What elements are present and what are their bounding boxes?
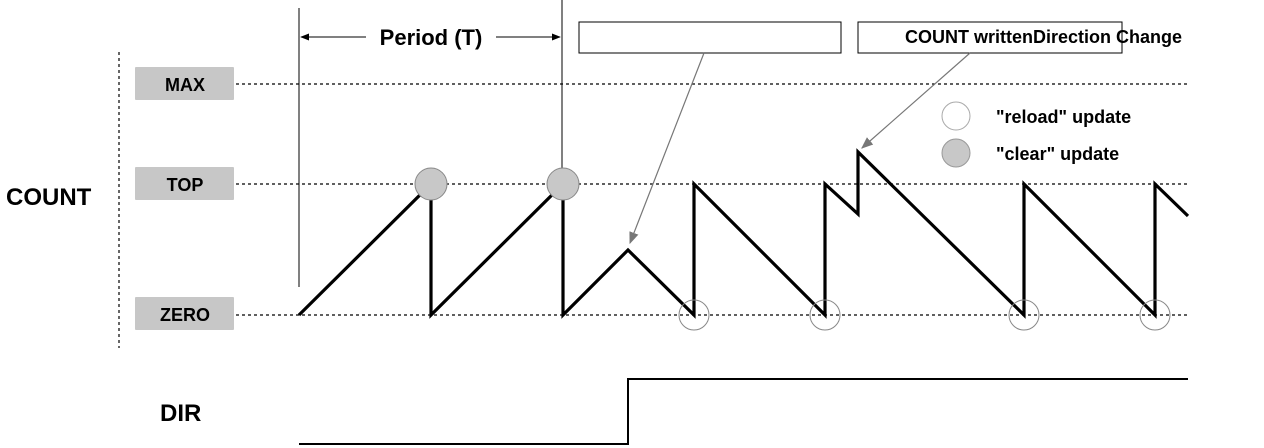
dir-waveform (299, 378, 1188, 445)
max-level-box (135, 67, 234, 100)
reload-update-marker (678, 299, 710, 331)
reload-update-marker (1139, 299, 1171, 331)
dir-axis-label: DIR (160, 400, 201, 427)
reload-update-marker (809, 299, 841, 331)
callout-label: COUNT writtenDirection Change (905, 27, 1182, 47)
max-level-label: MAX (165, 75, 205, 95)
clear-update-marker (414, 167, 448, 201)
callout-box-right (857, 21, 1123, 54)
direction-change-pointer (861, 52, 971, 149)
top-level-box (135, 167, 234, 200)
zero-level-label: ZERO (160, 305, 210, 325)
callout-box-left (578, 21, 842, 54)
count-axis-label: COUNT (6, 184, 92, 211)
legend-reload-label: "reload" update (996, 107, 1131, 127)
zero-level-box (135, 297, 234, 330)
top-level-label: TOP (167, 175, 204, 195)
clear-update-marker (546, 167, 580, 201)
reload-update-marker (1008, 299, 1040, 331)
filled-circle-icon (941, 138, 971, 168)
count-waveform (297, 148, 1190, 319)
period-label: Period (T) (380, 25, 483, 50)
hollow-circle-icon (941, 101, 971, 131)
count-written-pointer (629, 52, 705, 245)
legend-clear-label: "clear" update (996, 144, 1119, 164)
